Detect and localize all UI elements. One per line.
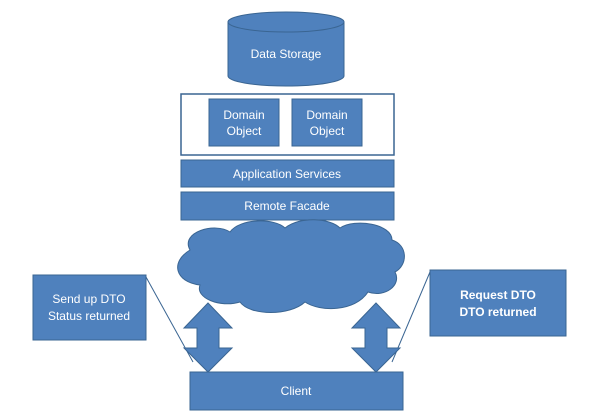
application-services-label: Application Services <box>233 167 341 181</box>
client-label: Client <box>281 384 312 398</box>
domain-object-label: Object <box>310 124 345 138</box>
left-double-arrow <box>182 302 234 373</box>
client-box <box>189 371 404 411</box>
domain-object-label: Domain <box>223 108 264 122</box>
domain-object-box <box>291 98 363 147</box>
data-storage-label: Data Storage <box>251 47 322 61</box>
right-callout-text: DTO returned <box>459 305 536 319</box>
domain-object-label: Object <box>227 124 262 138</box>
right-callout-text: Request DTO <box>460 288 536 302</box>
network-cloud <box>177 219 405 313</box>
right-callout-box <box>429 269 567 337</box>
left-callout-text: Send up DTO <box>52 292 125 306</box>
domain-object-box <box>208 98 280 147</box>
right-callout-pointer <box>391 271 431 363</box>
left-callout-box <box>32 274 147 341</box>
right-double-arrow <box>350 302 402 373</box>
remote-facade-label: Remote Facade <box>244 199 330 213</box>
left-callout-text: Status returned <box>48 309 130 323</box>
remote-facade-box <box>180 191 395 221</box>
data-storage-cylinder <box>227 11 345 87</box>
application-services-box <box>180 159 395 188</box>
domain-object-label: Domain <box>306 108 347 122</box>
